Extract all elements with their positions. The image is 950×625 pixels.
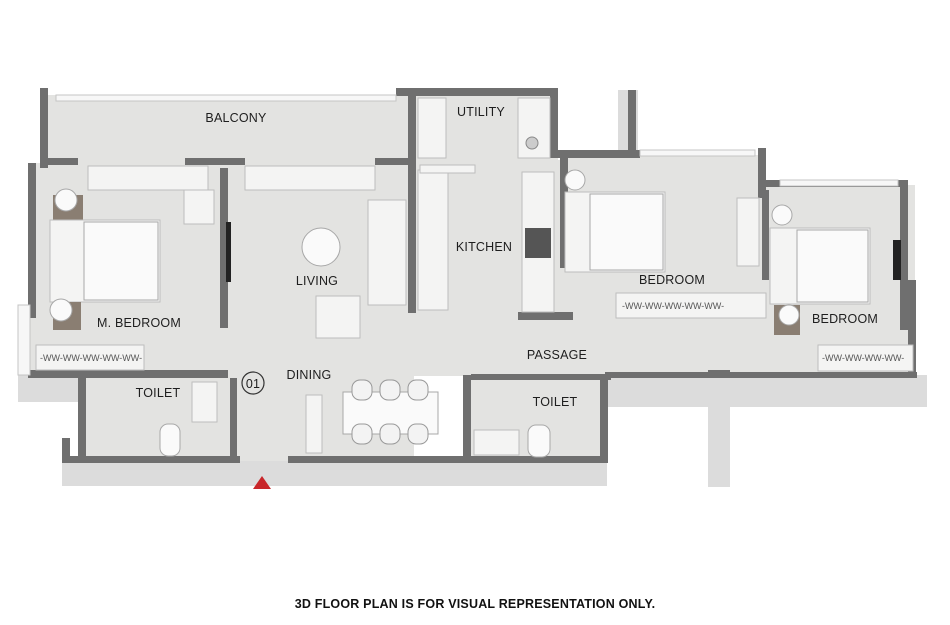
svg-text:-WW-WW-WW-WW-WW-: -WW-WW-WW-WW-WW- bbox=[622, 301, 724, 311]
coffee-table bbox=[301, 227, 341, 267]
label-passage: PASSAGE bbox=[527, 348, 587, 362]
wardrobe bbox=[35, 344, 145, 371]
label-toilet-1: TOILET bbox=[136, 386, 181, 400]
furniture: -WW-WW-WW-WW-WW- -W bbox=[35, 97, 914, 458]
label-dining: DINING bbox=[287, 368, 332, 382]
armchair bbox=[315, 295, 361, 339]
label-toilet-2: TOILET bbox=[533, 395, 578, 409]
disclaimer-text: 3D FLOOR PLAN IS FOR VISUAL REPRESENTATI… bbox=[294, 597, 656, 611]
label-living: LIVING bbox=[296, 274, 338, 288]
sofa bbox=[367, 199, 407, 306]
label-bedroom-3: BEDROOM bbox=[812, 312, 878, 326]
walls bbox=[28, 88, 917, 463]
label-utility: UTILITY bbox=[457, 105, 505, 119]
label-bedroom-2: BEDROOM bbox=[639, 273, 705, 287]
room-labels: BALCONY UTILITY KITCHEN LIVING M. BEDROO… bbox=[97, 105, 878, 409]
label-kitchen: KITCHEN bbox=[456, 240, 512, 254]
balcony-floor bbox=[46, 95, 408, 163]
windows bbox=[17, 94, 899, 376]
entrance-arrow-icon bbox=[253, 476, 271, 489]
entrance-marker-label: 01 bbox=[246, 377, 260, 391]
entrance-marker-circle bbox=[241, 371, 265, 395]
label-balcony: BALCONY bbox=[205, 111, 267, 125]
svg-text:-WW-WW-WW-WW-WW-: -WW-WW-WW-WW-WW- bbox=[40, 353, 142, 363]
svg-text:-WW-WW-WW-WW-: -WW-WW-WW-WW- bbox=[822, 353, 904, 363]
entrance: 01 bbox=[241, 371, 271, 489]
label-master-bedroom: M. BEDROOM bbox=[97, 316, 181, 330]
